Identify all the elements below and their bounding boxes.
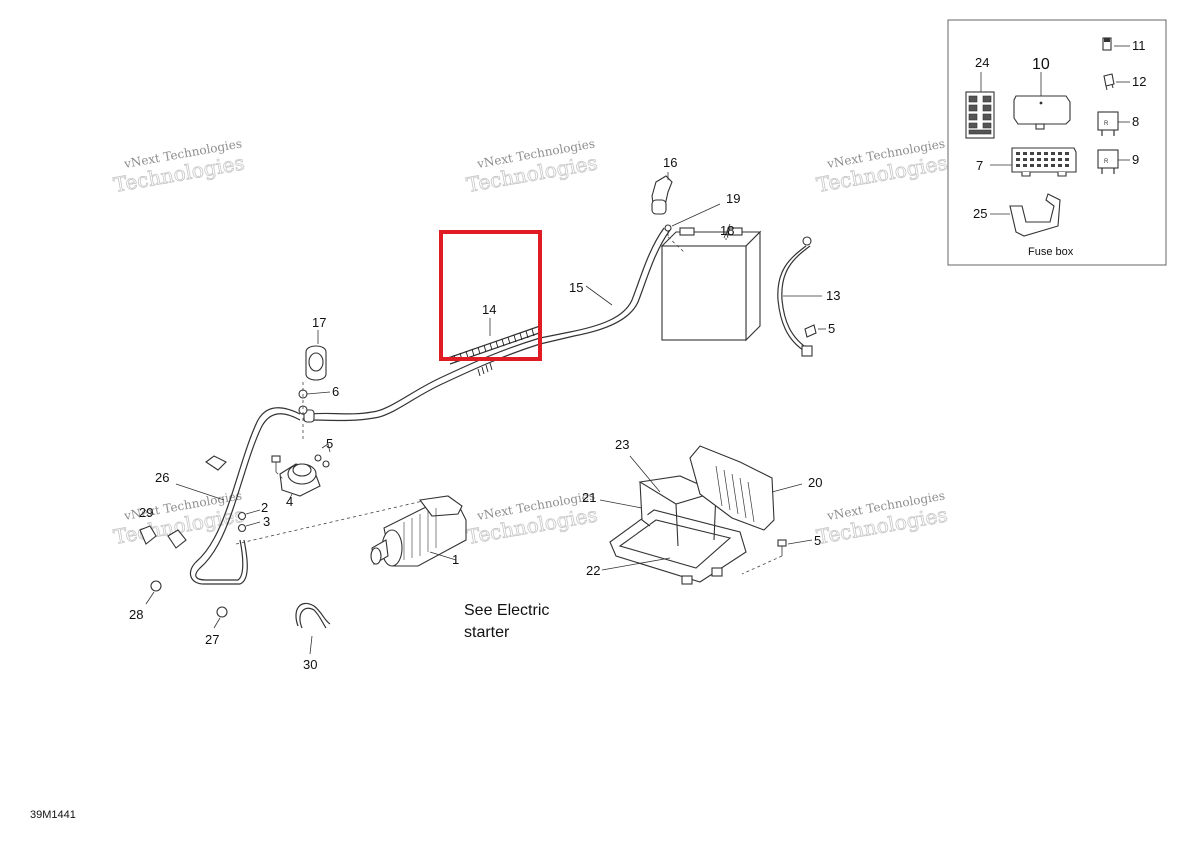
mini-fuse-12: [1103, 73, 1130, 91]
callout-17: 17: [312, 315, 326, 330]
callout-2: 2: [261, 500, 268, 515]
watermark-group: vNext Technologies Technologies vNext Te…: [111, 136, 949, 549]
fuse-box-caption: Fuse box: [1028, 246, 1074, 258]
highlight-box-part-14[interactable]: [439, 230, 542, 361]
svg-text:R: R: [1104, 159, 1109, 165]
electric-starter-note: See Electric starter: [464, 600, 574, 644]
callout-5-tray: 5: [814, 533, 821, 548]
starter-solenoid: [279, 443, 330, 499]
relay-8: R: [1097, 111, 1130, 136]
bolt-5-solenoid: [271, 455, 285, 481]
relay-9: R: [1097, 149, 1130, 174]
washer-3: [237, 521, 261, 533]
callout-27: 27: [205, 632, 219, 647]
fuse-box-inset: R R 24 10 7 25 11 12 8 9: [947, 19, 1167, 266]
callout-11: 11: [1132, 38, 1146, 53]
callout-23: 23: [615, 437, 629, 452]
bolt-5-tray: [741, 539, 813, 575]
fuse-connector-block: [990, 147, 1077, 177]
callout-21: 21: [582, 490, 596, 505]
callout-28: 28: [129, 607, 143, 622]
callout-4: 4: [286, 494, 293, 509]
callout-3: 3: [263, 514, 270, 529]
callout-14: 14: [482, 302, 496, 317]
fuse-box-bracket: [990, 193, 1061, 237]
battery-tray: [599, 455, 747, 585]
callout-1: 1: [452, 552, 459, 567]
callout-7: 7: [976, 158, 983, 173]
drawing-code: 39M1441: [30, 809, 76, 821]
positive-cable-15: [539, 227, 671, 345]
fuse-label-sheet: [965, 72, 995, 139]
callout-19: 19: [726, 191, 740, 206]
leader-lines: [327, 231, 729, 453]
callout-18: 18: [720, 223, 734, 238]
fastener-28: [145, 580, 162, 605]
callout-29: 29: [139, 505, 153, 520]
callout-16: 16: [663, 155, 677, 170]
callout-6: 6: [332, 384, 339, 399]
terminal-boot-17: [305, 330, 327, 381]
note-line-1: See Electric: [464, 602, 550, 619]
callout-5-battery: 5: [828, 321, 835, 336]
battery-cover-20: [689, 445, 803, 531]
callout-5-solenoid: 5: [326, 436, 333, 451]
fastener-27: [213, 606, 228, 629]
callout-15: 15: [569, 280, 583, 295]
callout-26: 26: [155, 470, 169, 485]
main-starter-cable: [303, 337, 541, 423]
mini-fuse-11: [1102, 37, 1130, 51]
callout-20: 20: [808, 475, 822, 490]
battery: [660, 223, 762, 342]
battery-negative-cable: [777, 236, 826, 357]
nut-2: [237, 509, 261, 521]
ground-cable-26: [139, 407, 437, 585]
electric-starter: [370, 495, 467, 567]
fuse-box-cover: [1013, 72, 1071, 130]
callout-22: 22: [586, 563, 600, 578]
callout-13: 13: [826, 288, 840, 303]
callout-10: 10: [1032, 56, 1050, 73]
callout-12: 12: [1132, 74, 1146, 89]
terminal-screw-19: [664, 203, 721, 253]
callout-25: 25: [973, 206, 987, 221]
callout-9: 9: [1132, 152, 1139, 167]
nut-6: [298, 382, 331, 440]
svg-text:R: R: [1104, 121, 1109, 127]
callout-24: 24: [975, 55, 989, 70]
callout-30: 30: [303, 657, 317, 672]
positive-terminal-cap: [651, 172, 673, 215]
callout-8: 8: [1132, 114, 1139, 129]
note-line-2: starter: [464, 624, 510, 641]
cable-30: [295, 602, 331, 655]
